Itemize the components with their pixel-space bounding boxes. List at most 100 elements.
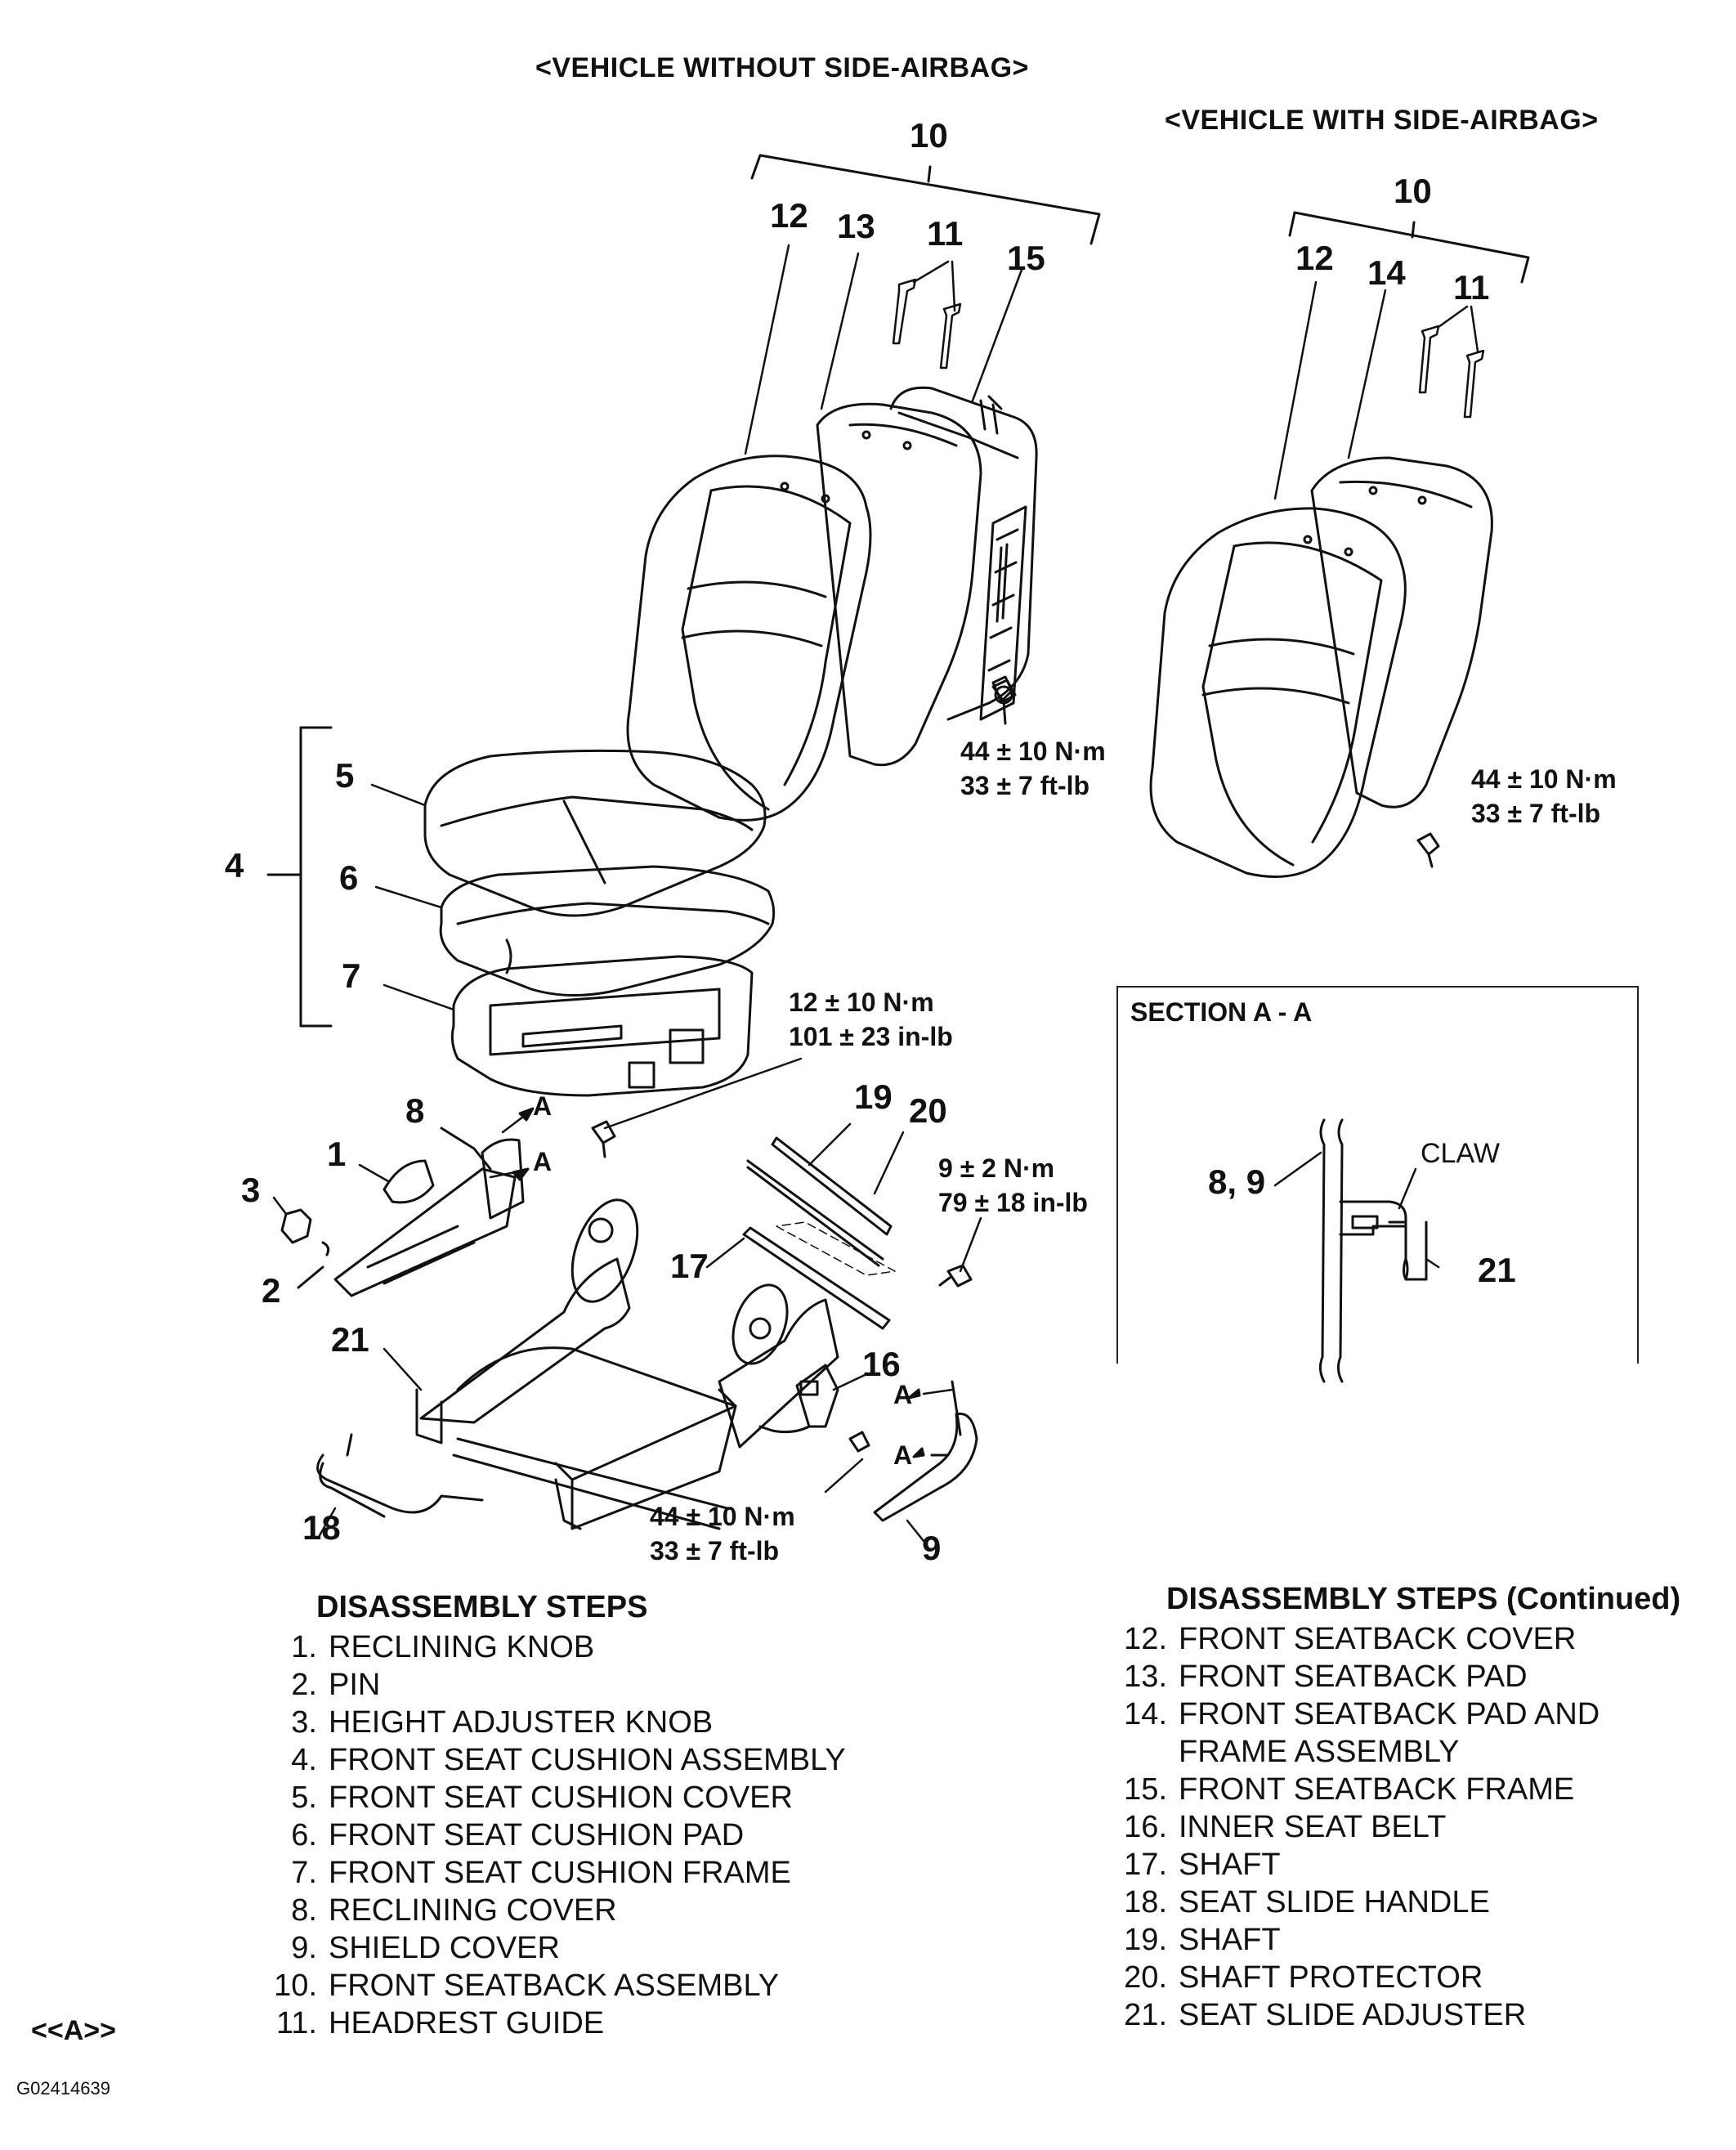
step-item: 16.INNER SEAT BELT <box>1113 1808 1680 1846</box>
section-claw-label: CLAW <box>1421 1138 1500 1169</box>
step-number: 19. <box>1124 1923 1167 1957</box>
step-text: FRONT SEATBACK COVER <box>1179 1622 1577 1656</box>
step-item: 15.FRONT SEATBACK FRAME <box>1113 1771 1680 1808</box>
section-marker-a-1: A <box>533 1091 553 1121</box>
step-item: 8.RECLINING COVER <box>263 1892 846 1929</box>
callout-8: 8 <box>405 1091 425 1130</box>
callout-17: 17 <box>670 1247 709 1285</box>
step-item: 5. FRONT SEAT CUSHION COVER <box>263 1779 846 1816</box>
step-number: 17. <box>1124 1848 1167 1882</box>
step-text: SHAFT <box>1179 1923 1281 1957</box>
callout-7: 7 <box>342 956 361 995</box>
callout-12-left: 12 <box>770 196 808 235</box>
step-number: 6. <box>291 1818 317 1852</box>
seatback-cover <box>626 455 872 822</box>
steps-right-title: DISASSEMBLY STEPS (Continued) <box>1166 1582 1681 1616</box>
step-text: FRONT SEATBACK PAD <box>1179 1660 1528 1694</box>
seatback-bolt-left <box>991 679 1017 725</box>
step-number: 12. <box>1124 1622 1167 1656</box>
step-number: 14. <box>1124 1697 1167 1731</box>
callout-18: 18 <box>302 1508 341 1547</box>
callout-4: 4 <box>225 846 244 885</box>
headrest-guides-left <box>892 278 962 370</box>
step-item: 10. FRONT SEATBACK ASSEMBLY <box>263 1967 846 2004</box>
bracket-10-right <box>1288 211 1530 284</box>
callout-5: 5 <box>335 756 355 795</box>
step-number: 3. <box>291 1705 317 1740</box>
callout-6: 6 <box>339 858 359 897</box>
step-item: 20.SHAFT PROTECTOR <box>1113 1959 1680 1996</box>
knob-and-pin <box>272 1196 330 1289</box>
torque-imperial: 33 ± 7 ft-lb <box>960 771 1090 800</box>
callout-10-left: 10 <box>910 116 948 155</box>
seat-slide-adjuster <box>383 1198 839 1530</box>
section-aa-title: SECTION A - A <box>1130 997 1313 1027</box>
step-text: SHIELD COVER <box>329 1931 560 1965</box>
step-text: SEAT SLIDE HANDLE <box>1179 1885 1490 1919</box>
torque-imperial: 101 ± 23 in-lb <box>789 1022 953 1051</box>
section-marker-a-4: A <box>893 1440 913 1470</box>
step-text: FRONT SEAT CUSHION FRAME <box>329 1856 791 1890</box>
step-number: 21. <box>1124 1998 1167 2032</box>
step-text: FRONT SEATBACK ASSEMBLY <box>329 1969 780 2003</box>
callout-9: 9 <box>922 1529 942 1567</box>
reclining-cover <box>333 1107 535 1297</box>
step-number: 5. <box>291 1780 317 1815</box>
callout-11-left: 11 <box>927 214 964 253</box>
header-with-airbag: <VEHICLE WITH SIDE-AIRBAG> <box>1165 105 1599 136</box>
step-item: 19. SHAFT <box>1113 1921 1680 1959</box>
torque-metric: 44 ± 10 N·m <box>960 737 1106 766</box>
torque-metric: 9 ± 2 N·m <box>938 1153 1055 1183</box>
seat-slide-handle <box>316 1433 484 1539</box>
shafts <box>705 1122 905 1330</box>
torque-imperial: 33 ± 7 ft-lb <box>1471 799 1601 828</box>
step-item: 21.SEAT SLIDE ADJUSTER <box>1113 1996 1680 2034</box>
header-without-airbag: <VEHICLE WITHOUT SIDE-AIRBAG> <box>535 52 1029 83</box>
step-number: 11. <box>275 2006 317 2040</box>
step-number: 10. <box>274 1969 317 2003</box>
step-text: FRONT SEATBACK PAD AND <box>1179 1697 1600 1731</box>
cushion-bolt <box>591 1120 616 1158</box>
steps-left-title: DISASSEMBLY STEPS <box>316 1590 648 1624</box>
callout-11-right: 11 <box>1453 268 1490 307</box>
section-marker-a-3: A <box>893 1380 913 1409</box>
step-item: 18.SEAT SLIDE HANDLE <box>1113 1883 1680 1921</box>
section-aa-drawing <box>1273 1118 1440 1383</box>
steps-right: DISASSEMBLY STEPS (Continued) 12. FRONT S… <box>1113 1582 1680 2034</box>
step-item: 1.RECLINING KNOB <box>263 1628 846 1666</box>
step-item: 17. SHAFT <box>1113 1846 1680 1883</box>
section-marker-a-2: A <box>533 1147 553 1176</box>
callout-15: 15 <box>1007 239 1045 277</box>
step-number: 7. <box>291 1856 317 1890</box>
torque-metric: 44 ± 10 N·m <box>1471 764 1617 794</box>
shield-cover <box>873 1380 978 1543</box>
step-item: 14. FRONT SEATBACK PAD AND <box>1113 1695 1680 1733</box>
step-text: FRONT SEAT CUSHION COVER <box>329 1780 793 1815</box>
step-number: 20. <box>1124 1960 1167 1995</box>
step-item: 3.HEIGHT ADJUSTER KNOB <box>263 1704 846 1741</box>
step-item: 12. FRONT SEATBACK COVER <box>1113 1620 1680 1658</box>
callout-13: 13 <box>837 207 875 245</box>
step-text: HEADREST GUIDE <box>329 2006 605 2040</box>
step-text: SHAFT <box>1179 1848 1281 1882</box>
step-text: PIN <box>329 1668 381 1702</box>
step-text: RECLINING KNOB <box>329 1630 595 1664</box>
step-item: 2.PIN <box>263 1666 846 1704</box>
step-number: 13. <box>1124 1660 1167 1694</box>
seatback-pad-frame-right <box>1310 456 1493 808</box>
step-item: 4.FRONT SEAT CUSHION ASSEMBLY <box>263 1741 845 1779</box>
figure-id: G02414639 <box>16 2078 110 2098</box>
callout-1: 1 <box>327 1135 347 1173</box>
callout-16: 16 <box>862 1345 901 1383</box>
section-aa-box <box>1116 986 1639 1364</box>
step-number: 4. <box>291 1743 317 1777</box>
torque-seat-belt: 44 ± 10 N·m 33 ± 7 ft-lb <box>650 1499 795 1568</box>
torque-seatback-left: 44 ± 10 N·m 33 ± 7 ft-lb <box>960 734 1106 803</box>
step-number: 16. <box>1124 1810 1167 1844</box>
torque-imperial: 79 ± 18 in-lb <box>938 1188 1088 1217</box>
step-item: 6.FRONT SEAT CUSHION PAD <box>263 1816 846 1854</box>
step-item: 7. FRONT SEAT CUSHION FRAME <box>263 1854 846 1892</box>
torque-metric: 12 ± 10 N·m <box>789 988 934 1017</box>
step-item: 9.SHIELD COVER <box>263 1929 846 1967</box>
section-label-8-9: 8, 9 <box>1208 1162 1266 1201</box>
